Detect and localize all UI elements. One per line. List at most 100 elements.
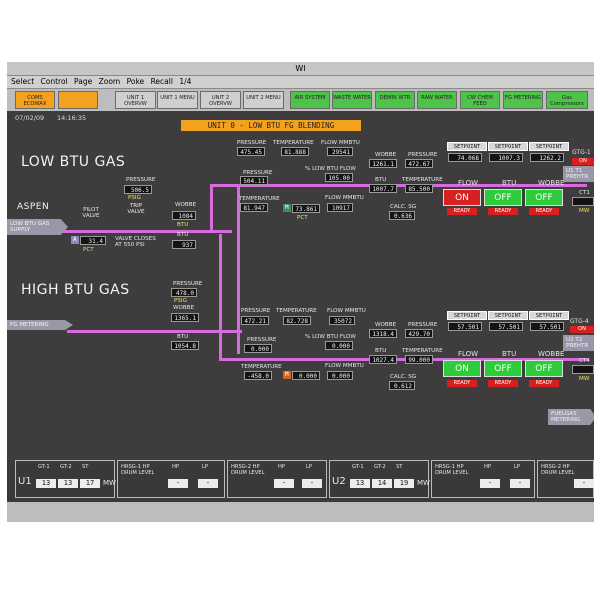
u1-st-label: ST (82, 464, 89, 470)
low-control-valve-icon[interactable] (297, 179, 306, 187)
high-wobbe-value: 1365.1 (171, 313, 199, 322)
low-top-pipe (210, 184, 240, 187)
low-flow-on-button[interactable]: ON (443, 189, 481, 206)
low-setpoint-3-label[interactable]: SETPOINT (529, 142, 569, 151)
high-top-flow-value: 35072 (329, 316, 355, 325)
nav-button-11[interactable]: FG METERING (503, 91, 543, 109)
low-r-wobbe-label: WOBBE (375, 152, 397, 158)
low-r-btu-value: 1007.7 (369, 184, 397, 193)
low-btu-ready: READY (488, 208, 518, 215)
high-btu-off-button[interactable]: OFF (484, 360, 522, 377)
menu-control[interactable]: Control (40, 77, 68, 86)
low-setpoint-2-label[interactable]: SETPOINT (488, 142, 528, 151)
high-wobbe-label: WOBBE (173, 305, 195, 311)
nav-button-4[interactable]: UNIT 2 OVERVW (200, 91, 241, 109)
valve-close-note: VALVE CLOSES AT 550 PSI (115, 236, 156, 248)
high-pctflow-value: 0.000 (325, 341, 353, 350)
pilot-valve-label: PILOT VALVE (82, 207, 100, 219)
menu-select[interactable]: Select (11, 77, 35, 86)
ct1-label: CT1 (579, 190, 590, 196)
low-wobbe-off-button[interactable]: OFF (525, 189, 563, 206)
high-pressure-value: 478.0 (171, 288, 197, 297)
high-wobbe-off-button[interactable]: OFF (525, 360, 563, 377)
high-top-flow-label: FLOW MMBTU (327, 308, 366, 314)
nav-button-6[interactable]: AIR SYSTEM (290, 91, 330, 109)
high-r-wobbe-value: 1318.4 (369, 329, 397, 338)
u1-label: U1 (18, 476, 32, 487)
fg-metering-tag[interactable]: FG METERING (7, 320, 73, 330)
high-setpoint-3-label[interactable]: SETPOINT (529, 311, 569, 320)
fuelgas-metering-tag[interactable]: FUELGAS METERING (548, 409, 594, 425)
low-setpoint-2-value[interactable]: 1007.3 (489, 153, 523, 162)
high-setpoint-2-label[interactable]: SETPOINT (488, 311, 528, 320)
nav-button-5[interactable]: UNIT 2 MENU (243, 91, 284, 109)
nav-button-2[interactable]: UNIT 1 OVERVW (115, 91, 156, 109)
high-r-btu-value: 1027.4 (369, 355, 397, 364)
high-calc-label: CALC. SG (390, 374, 417, 380)
menu-poke[interactable]: Poke (126, 77, 145, 86)
high-top-temperature-label: TEMPERATURE (276, 308, 317, 314)
low-setpoint-3-value[interactable]: 1262.2 (530, 153, 564, 162)
high-top-pressure-label: PRESSURE (241, 308, 271, 314)
ct4-label: CT4 (579, 358, 590, 364)
nav-button-0[interactable]: COMS ECOWAX (15, 91, 55, 109)
menu-bar: Select Control Page Zoom Poke Recall 1/4 (7, 76, 594, 89)
high-flow-label: FLOW (458, 350, 479, 358)
nav-button-10[interactable]: CW CHEM FEED (460, 91, 500, 109)
nav-button-3[interactable]: UNIT 1 MENU (157, 91, 198, 109)
high-setpoint-1-label[interactable]: SETPOINT (447, 311, 487, 320)
menu-page[interactable]: Page (74, 77, 93, 86)
low-setpoint-1-value[interactable]: 74.068 (448, 153, 482, 162)
page-banner: UNIT 0 - LOW BTU FG BLENDING (181, 120, 361, 131)
low-btu-value: 937 (172, 240, 196, 249)
date: 07/02/09 (15, 114, 45, 122)
high-in-pressure-label: PRESSURE (247, 337, 277, 343)
hrsg2-u2-label: HRSG-2 HP DRUM LEVEL (541, 464, 575, 476)
ct1-value (572, 197, 594, 206)
low-calc-value: 0.636 (389, 211, 415, 220)
nav-button-1[interactable] (58, 91, 98, 109)
high-top-temperature-value: 82.728 (283, 316, 311, 325)
low-flowm-label: FLOW MMBTU (325, 195, 364, 201)
u1-t1-prehtr-tag[interactable]: U1 T1 PREHTR (563, 166, 594, 182)
u2-t2-prehtr-tag[interactable]: U2 T2 PREHTR (563, 335, 594, 351)
high-flow-ready: READY (447, 380, 477, 387)
hrsg2-lp-label: LP (306, 464, 313, 470)
low-btu-off-button[interactable]: OFF (484, 189, 522, 206)
low-btu-supply-tag[interactable]: LOW BTU GAS SUPPLY (7, 219, 68, 235)
trip-valve-icon[interactable] (132, 225, 142, 233)
nav-button-9[interactable]: RAW WATER (417, 91, 457, 109)
u1-mw-label: MW (103, 479, 116, 487)
nav-button-8[interactable]: DEMIN WTR (375, 91, 415, 109)
high-setpoint-1-value[interactable]: 57.501 (448, 322, 482, 331)
hrsg1-label: HRSG-1 HP DRUM LEVEL (121, 464, 155, 476)
high-setpoint-2-value[interactable]: 57.501 (489, 322, 523, 331)
high-r-temp-label: TEMPERATURE (402, 348, 443, 354)
u1-gen-panel: U1 GT-1 GT-2 ST 13 13 17 MW (15, 460, 116, 498)
hrsg1-panel: HRSG-1 HP DRUM LEVEL HP LP - - (117, 460, 225, 498)
pilot-valve-icon[interactable] (87, 225, 97, 233)
high-in-pressure-value: 0.000 (244, 344, 272, 353)
low-in-temp-label: TEMPERATURE (239, 196, 280, 202)
ct4-unit: MW (579, 376, 590, 382)
bottom-status-bar: U1 GT-1 GT-2 ST 13 13 17 MW HRSG-1 HP DR… (7, 460, 594, 502)
high-setpoint-3-value[interactable]: 57.501 (530, 322, 564, 331)
high-flowm-label: FLOW MMBTU (325, 363, 364, 369)
high-r-btu-label: BTU (375, 348, 387, 354)
high-wobbe-mode-label: WOBBE (538, 350, 565, 358)
low-top-flow-value: 29541 (327, 147, 353, 156)
low-btu-mode-label: BTU (502, 179, 517, 187)
high-control-valve-icon[interactable] (297, 352, 306, 360)
gtg1-state: ON (572, 158, 594, 165)
low-btu-label: BTU (177, 232, 189, 238)
nav-button-7[interactable]: WASTE WATER (332, 91, 372, 109)
cross-pipe (219, 234, 222, 359)
low-wobbe-ready: READY (529, 208, 559, 215)
nav-button-12[interactable]: Gas Compressors (546, 91, 588, 109)
menu-zoom[interactable]: Zoom (98, 77, 121, 86)
high-r-pressure-label: PRESSURE (408, 322, 438, 328)
menu-recall[interactable]: Recall (150, 77, 173, 86)
low-setpoint-1-label[interactable]: SETPOINT (447, 142, 487, 151)
high-flow-on-button[interactable]: ON (443, 360, 481, 377)
